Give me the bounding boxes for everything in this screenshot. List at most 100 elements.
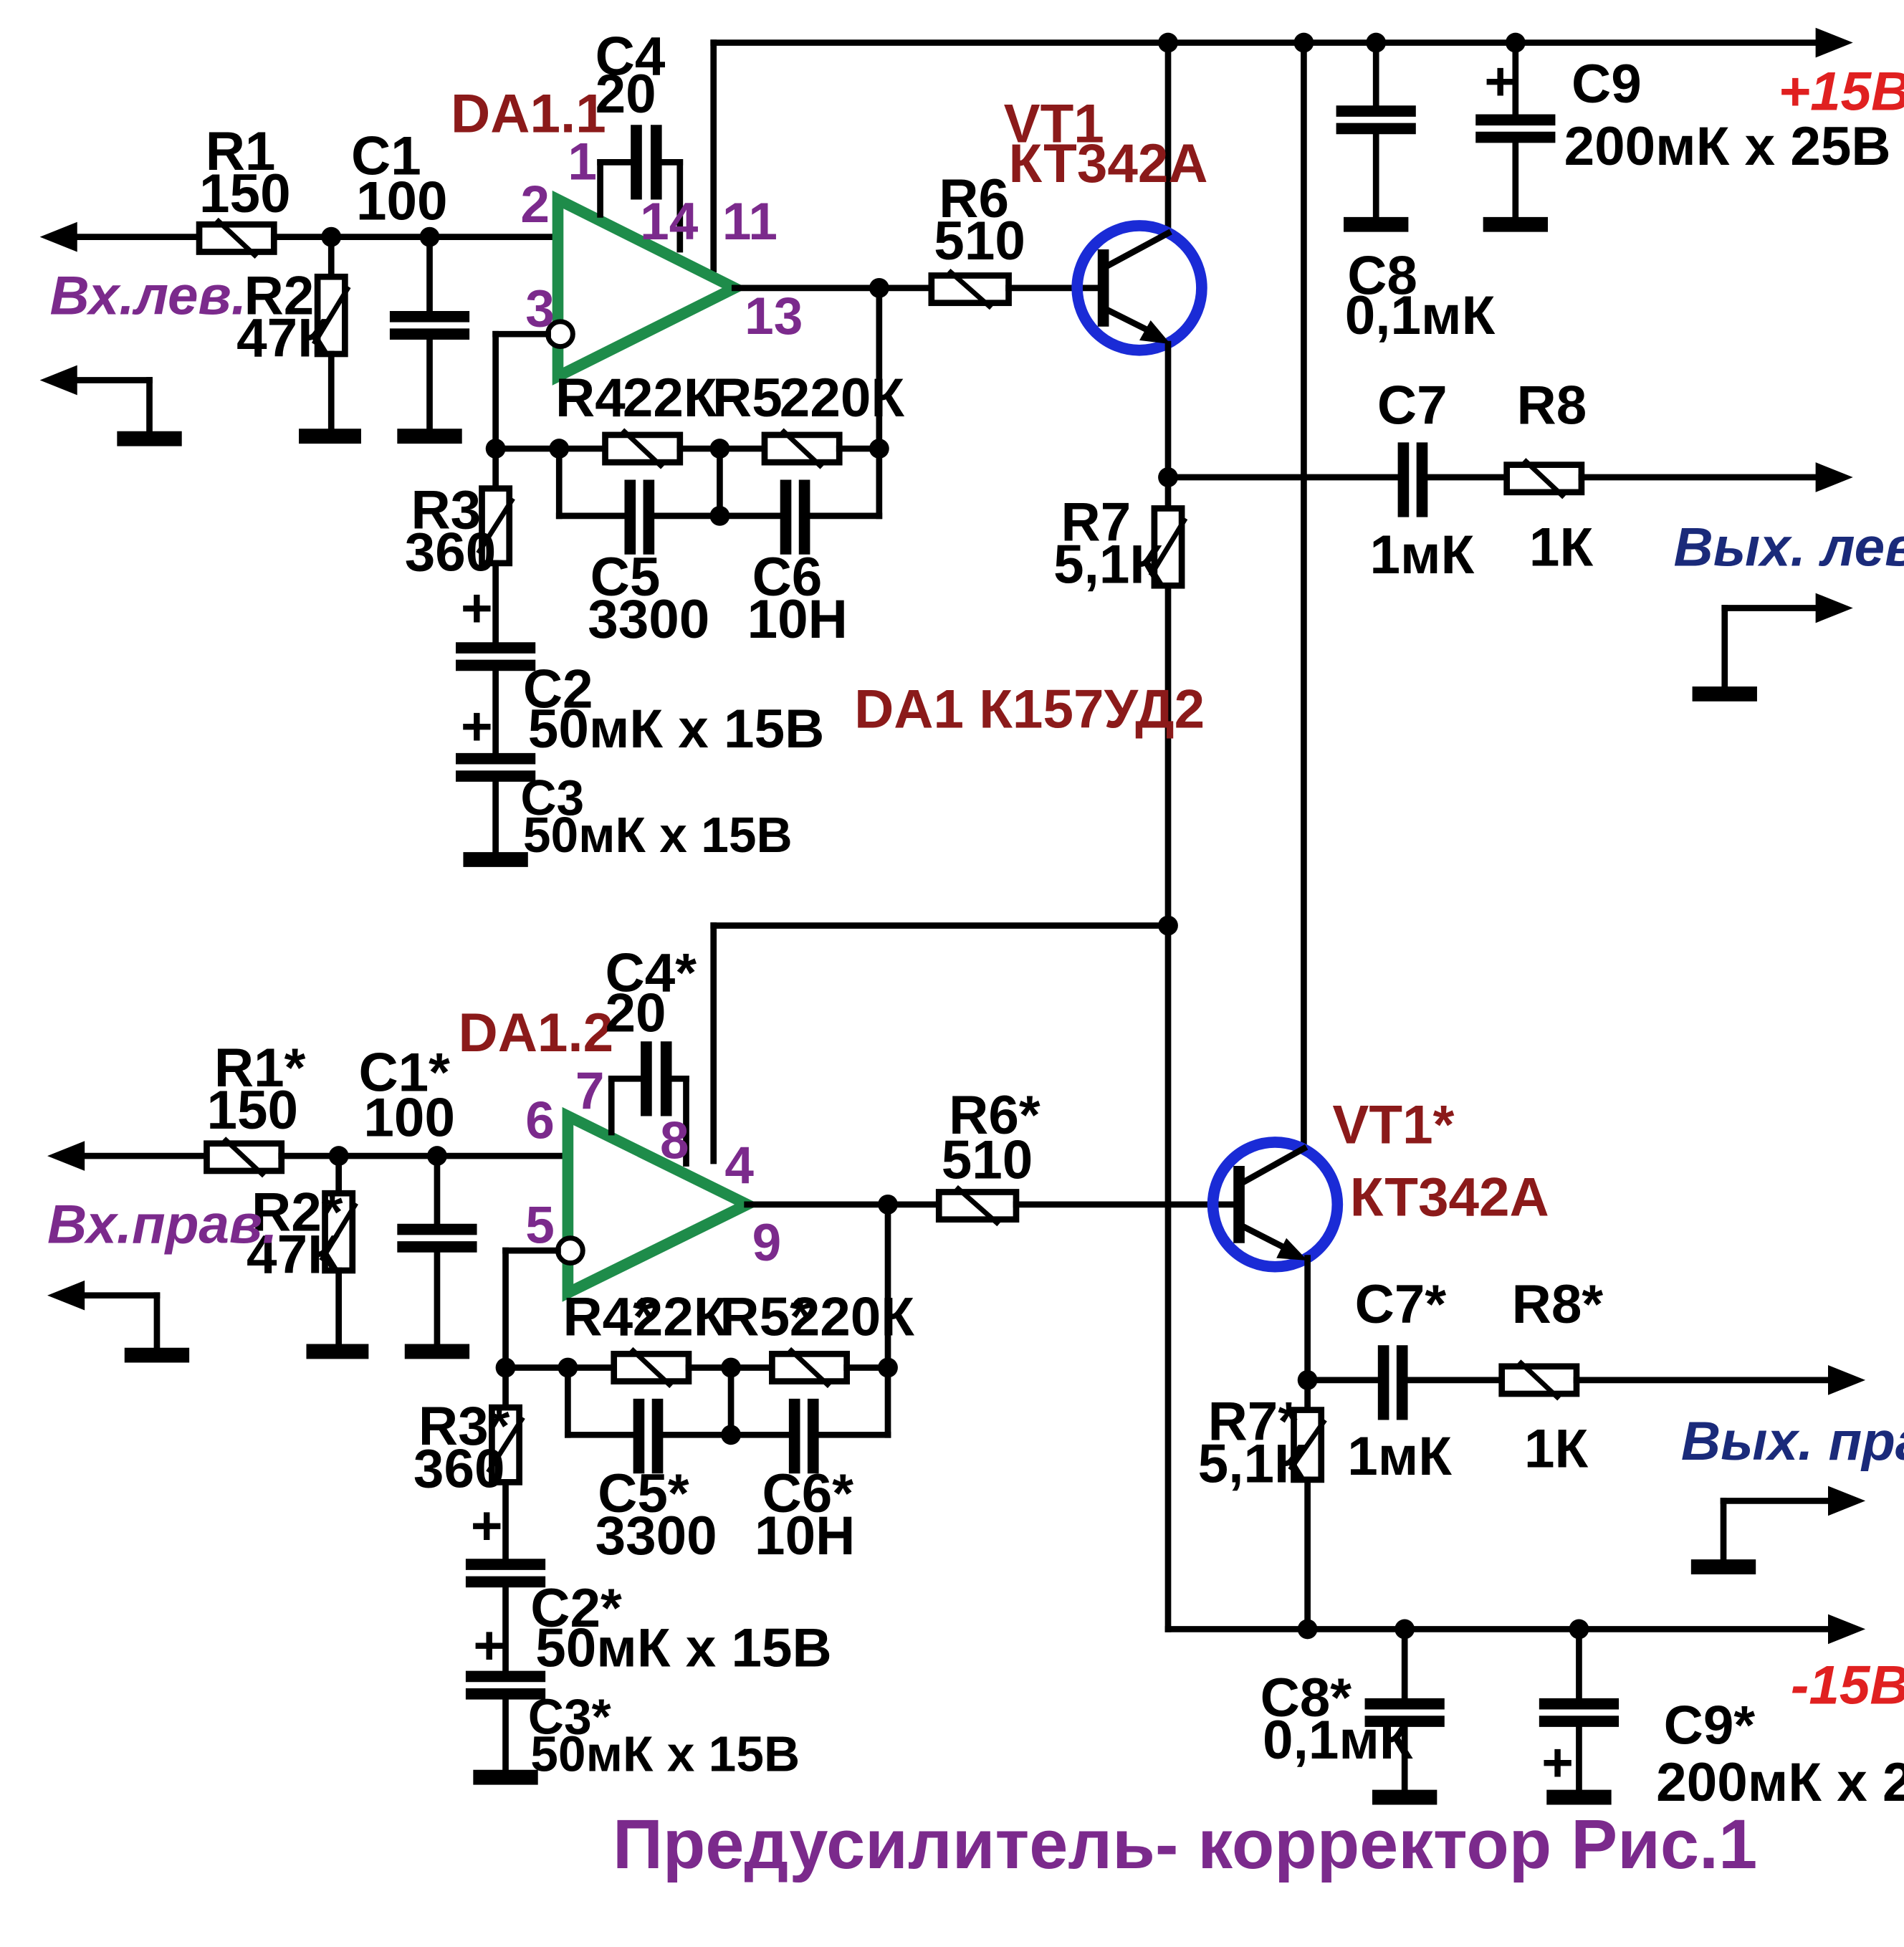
c6-ref: C6* xyxy=(762,1463,853,1524)
pin-label: 9 xyxy=(752,1214,782,1272)
r4-ref: R4 xyxy=(555,368,626,429)
c5-value: 3300 xyxy=(595,1506,717,1566)
r7-ref: R7* xyxy=(1208,1391,1300,1452)
r7-value: 5,1К xyxy=(1053,535,1163,595)
r1-ref: R1 xyxy=(206,121,276,182)
svg-text:+: + xyxy=(461,578,493,639)
svg-text:+: + xyxy=(471,1496,503,1556)
r3-ref: R3* xyxy=(418,1396,510,1457)
c1-value: 100 xyxy=(363,1087,455,1148)
c8-value: 0,1мК xyxy=(1345,285,1496,346)
labels-top: DA1.1 C4 20 1 2 3 14 11 13 R1 150 C1 100… xyxy=(50,27,1904,863)
r5-ref: R5* xyxy=(719,1286,811,1347)
c3-ref: C3 xyxy=(520,770,584,826)
chip-label: DA1 К157УД2 xyxy=(854,679,1205,740)
r3-value: 360 xyxy=(405,522,497,583)
r2-ref: R2* xyxy=(252,1182,343,1243)
c6-value: 10Н xyxy=(747,589,848,650)
c5-ref: C5 xyxy=(590,547,661,608)
c7-ref: C7 xyxy=(1377,375,1448,436)
pos-supply-label: +15В xyxy=(1778,61,1904,122)
c6-ref: C6 xyxy=(752,547,823,608)
r3-value: 360 xyxy=(413,1438,505,1499)
pin-label: 7 xyxy=(575,1062,605,1120)
c2-ref: C2* xyxy=(530,1578,622,1639)
c7-ref: C7* xyxy=(1355,1274,1447,1335)
r8-ref: R8 xyxy=(1517,375,1587,436)
c4-value: 20 xyxy=(606,982,666,1043)
c4-value: 20 xyxy=(595,64,656,125)
labels-bottom: DA1.2 C4* 20 7 6 5 8 4 9 R1* 150 C1* 100… xyxy=(47,943,1904,1814)
c8-ref: C8 xyxy=(1347,246,1417,307)
svg-text:+: + xyxy=(473,1615,505,1676)
pin-label: 4 xyxy=(724,1137,754,1195)
svg-text:+: + xyxy=(1541,1732,1574,1793)
c8-value: 0,1мК xyxy=(1263,1710,1413,1771)
pin-label: 14 xyxy=(640,193,699,251)
transistor-ref: VT1 xyxy=(1004,94,1104,155)
opamp-ref: DA1.1 xyxy=(451,84,606,145)
pin-label: 1 xyxy=(568,133,597,191)
output-label: Вых. лев. xyxy=(1674,517,1904,578)
c3-ref: C3* xyxy=(528,1688,611,1744)
c1-ref: C1 xyxy=(351,126,421,187)
r8-value: 1К xyxy=(1524,1419,1589,1480)
c2-value: 50мК х 15В xyxy=(528,699,825,760)
r6-ref: R6* xyxy=(949,1085,1040,1146)
svg-text:+: + xyxy=(1484,51,1516,112)
bottom-channel: + + xyxy=(47,1041,1866,1785)
transistor-type: КТ342А xyxy=(1350,1167,1549,1228)
r6-ref: R6 xyxy=(939,168,1009,229)
top-channel: + + xyxy=(39,125,1853,867)
r2-value: 47К xyxy=(236,307,331,368)
figure-caption: Предусилитель- корректор Рис.1 xyxy=(613,1805,1757,1883)
r6-value: 510 xyxy=(934,211,1025,272)
c3-value: 50мК х 15В xyxy=(530,1726,800,1782)
svg-text:+: + xyxy=(461,697,493,757)
c5-value: 3300 xyxy=(588,589,709,650)
pin-label: 11 xyxy=(722,193,778,251)
input-right-arrow xyxy=(47,1141,85,1171)
c3-value: 50мК х 15В xyxy=(523,807,793,863)
r2-value: 47К xyxy=(247,1224,341,1285)
c9-ref: C9* xyxy=(1664,1695,1756,1756)
r2-ref: R2 xyxy=(244,265,315,326)
opamp-ref: DA1.2 xyxy=(458,1003,613,1063)
input-left-arrow xyxy=(39,221,77,252)
r1-value: 150 xyxy=(206,1080,298,1141)
c2-ref: C2 xyxy=(523,659,593,719)
c6-value: 10Н xyxy=(755,1506,855,1566)
c4-ref: C4* xyxy=(606,943,697,1004)
r3-ref: R3 xyxy=(411,479,481,540)
c2-value: 50мК х 15В xyxy=(535,1618,832,1679)
output-right-arrow xyxy=(1827,1365,1866,1395)
transistor-ref: VT1* xyxy=(1332,1095,1454,1156)
c4-ref: C4 xyxy=(595,27,666,87)
input-label: Вх.прав. xyxy=(47,1195,277,1255)
r4-ref: R4* xyxy=(563,1286,654,1347)
r7-value: 5,1К xyxy=(1198,1433,1308,1494)
r8-ref: R8* xyxy=(1512,1274,1604,1335)
r4-value: 22К xyxy=(633,1286,727,1347)
pin-label: 3 xyxy=(525,280,555,338)
r6-value: 510 xyxy=(942,1129,1033,1190)
transistor-type: КТ342А xyxy=(1009,133,1208,194)
c9-value: 200мК х 25В xyxy=(1564,116,1891,177)
r5-value: 220К xyxy=(790,1286,915,1347)
c9-ref: C9 xyxy=(1571,54,1642,115)
power-rails: + + xyxy=(710,27,1866,1805)
c9-value: 200мК х 25В xyxy=(1656,1752,1904,1813)
r8-value: 1К xyxy=(1529,517,1594,578)
opamp-da1-2 xyxy=(562,1106,760,1302)
c5-ref: C5* xyxy=(598,1463,689,1524)
output-label: Вых. прав. xyxy=(1681,1411,1904,1472)
opamp-da1-1 xyxy=(552,190,747,386)
r1-value: 150 xyxy=(199,163,291,224)
pin-label: 8 xyxy=(660,1112,689,1170)
r7-ref: R7 xyxy=(1061,492,1132,553)
pin-label: 5 xyxy=(525,1197,555,1255)
c7-value: 1мК xyxy=(1370,525,1475,585)
transistor-vt1s xyxy=(1207,1137,1344,1273)
c8-ref: C8* xyxy=(1260,1668,1352,1728)
